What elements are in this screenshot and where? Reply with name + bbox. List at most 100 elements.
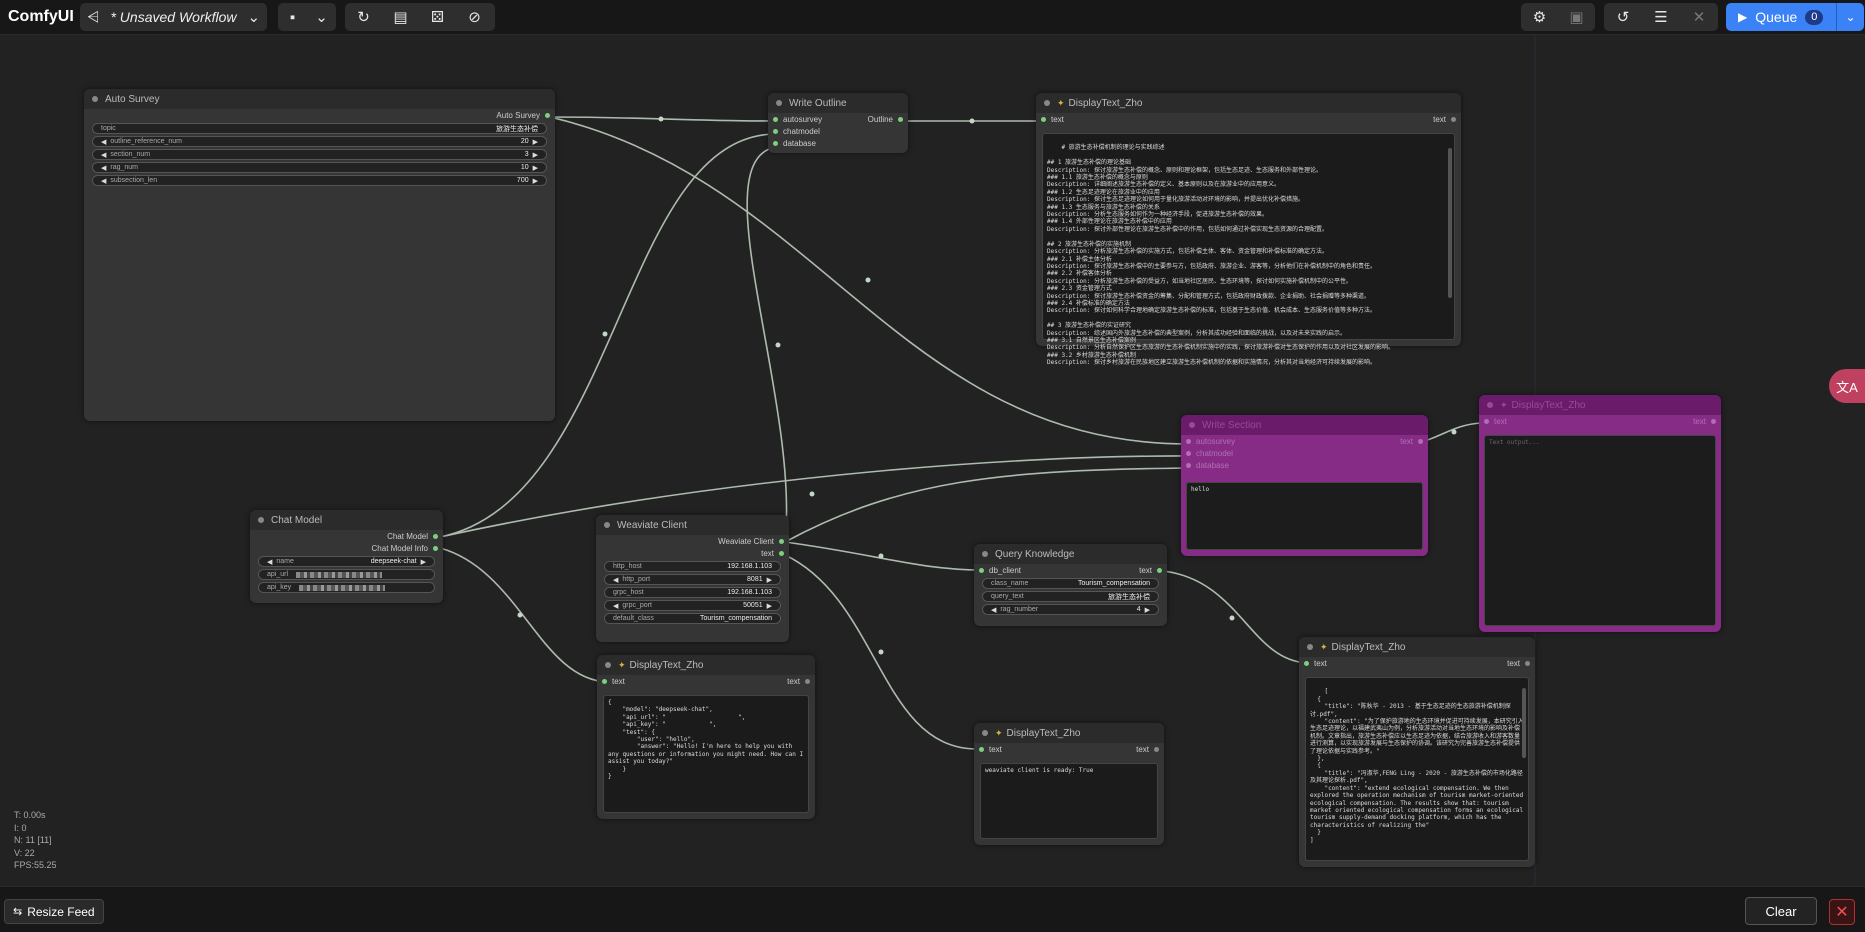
increment-arrow-icon[interactable]: ▶	[766, 602, 772, 610]
slot-dot-icon[interactable]	[1041, 117, 1046, 122]
ban-icon[interactable]: ⊘	[468, 9, 481, 26]
collapse-dot-icon[interactable]	[982, 730, 988, 736]
slot-dot-icon[interactable]	[1157, 568, 1162, 573]
node-display-query[interactable]: ✦DisplayText_Zho text text [ { "title": …	[1299, 637, 1535, 867]
slot-dot-icon[interactable]	[1186, 463, 1191, 468]
queue-list-icon[interactable]: ☰	[1654, 9, 1668, 26]
node-title[interactable]: ✦DisplayText_Zho	[974, 723, 1164, 743]
gear-icon[interactable]: ⚙	[1532, 9, 1547, 26]
close-feed-icon[interactable]: ✕	[1829, 899, 1855, 925]
increment-arrow-icon[interactable]: ▶	[766, 576, 772, 584]
queue-button[interactable]: ▶ Queue 0 ⌄	[1726, 3, 1864, 31]
node-title[interactable]: ✦DisplayText_Zho	[1036, 93, 1461, 113]
increment-arrow-icon[interactable]: ▶	[1144, 606, 1150, 614]
slot-dot-icon[interactable]	[545, 113, 550, 118]
node-title[interactable]: Write Section	[1181, 415, 1428, 435]
collapse-dot-icon[interactable]	[92, 96, 98, 102]
output-text[interactable]: text	[761, 549, 784, 558]
input-text[interactable]: text	[1484, 417, 1507, 426]
increment-arrow-icon[interactable]: ▶	[532, 138, 538, 146]
slot-dot-icon[interactable]	[1154, 747, 1159, 752]
node-chat-model[interactable]: Chat Model Chat Model Chat Model Info ◀n…	[250, 510, 443, 603]
output-text[interactable]: text	[787, 677, 810, 686]
workflow-title[interactable]: * Unsaved Workflow	[110, 9, 237, 25]
output-text[interactable]: text	[1507, 659, 1530, 668]
input-db-client[interactable]: db_client	[979, 566, 1021, 575]
collapse-dot-icon[interactable]	[1044, 100, 1050, 106]
dice-icon[interactable]: ⚄	[430, 9, 445, 26]
slot-dot-icon[interactable]	[602, 679, 607, 684]
close-icon[interactable]: ✕	[1692, 9, 1706, 26]
slot-dot-icon[interactable]	[773, 141, 778, 146]
clipboard-icon[interactable]: ▤	[393, 9, 408, 26]
slot-dot-icon[interactable]	[1186, 451, 1191, 456]
input-autosurvey[interactable]: autosurvey	[773, 115, 822, 124]
output-chat-model[interactable]: Chat Model	[387, 532, 438, 541]
node-write-section[interactable]: Write Section autosurvey text chatmodel …	[1181, 415, 1428, 556]
section-output-textarea[interactable]: Text output...	[1484, 435, 1716, 626]
refresh-icon[interactable]: ↻	[357, 9, 370, 26]
slot-dot-icon[interactable]	[779, 551, 784, 556]
slot-dot-icon[interactable]	[433, 546, 438, 551]
decrement-arrow-icon[interactable]: ◀	[101, 177, 107, 185]
output-text[interactable]: text	[1693, 417, 1716, 426]
history-icon[interactable]: ↺	[1616, 9, 1630, 26]
input-autosurvey[interactable]: autosurvey	[1186, 437, 1235, 446]
slot-dot-icon[interactable]	[898, 117, 903, 122]
node-display-weaviate[interactable]: ✦DisplayText_Zho text text weaviate clie…	[974, 723, 1164, 845]
collapse-dot-icon[interactable]	[776, 100, 782, 106]
image-gallery-icon[interactable]: ▣	[1569, 9, 1584, 26]
input-chatmodel[interactable]: chatmodel	[773, 127, 820, 136]
node-title[interactable]: Write Outline	[768, 93, 908, 113]
clear-button[interactable]: Clear	[1745, 897, 1817, 925]
node-title[interactable]: Query Knowledge	[974, 544, 1167, 564]
query-output-textarea[interactable]: [ { "title": "陈秋华 - 2013 - 基于生态足迹的生态旅游补偿…	[1305, 677, 1529, 861]
slot-dot-icon[interactable]	[1304, 661, 1309, 666]
output-outline[interactable]: Outline	[868, 115, 903, 124]
slot-dot-icon[interactable]	[1451, 117, 1456, 122]
slot-dot-icon[interactable]	[805, 679, 810, 684]
increment-arrow-icon[interactable]: ▶	[420, 558, 426, 566]
input-database[interactable]: database	[1186, 461, 1229, 470]
decrement-arrow-icon[interactable]: ◀	[267, 558, 273, 566]
input-chatmodel[interactable]: chatmodel	[1186, 449, 1233, 458]
decrement-arrow-icon[interactable]: ◀	[991, 606, 997, 614]
input-text[interactable]: text	[602, 677, 625, 686]
save-icon[interactable]: ▪	[289, 8, 296, 26]
collapse-dot-icon[interactable]	[604, 522, 610, 528]
slot-dot-icon[interactable]	[1186, 439, 1191, 444]
slot-dot-icon[interactable]	[433, 534, 438, 539]
node-display-outline[interactable]: ✦DisplayText_Zho text text # 旅游生态补偿机制的理论…	[1036, 93, 1461, 366]
node-title[interactable]: ✦DisplayText_Zho	[1299, 637, 1535, 657]
output-text[interactable]: text	[1136, 745, 1159, 754]
decrement-arrow-icon[interactable]: ◀	[101, 151, 107, 159]
input-text[interactable]: text	[979, 745, 1002, 754]
node-display-chat[interactable]: ✦DisplayText_Zho text text { "model": "d…	[597, 655, 815, 819]
slot-dot-icon[interactable]	[773, 129, 778, 134]
node-query-knowledge[interactable]: Query Knowledge db_client text class_nam…	[974, 544, 1167, 626]
output-chat-model-info[interactable]: Chat Model Info	[372, 544, 438, 553]
decrement-arrow-icon[interactable]: ◀	[101, 164, 107, 172]
decrement-arrow-icon[interactable]: ◀	[101, 138, 107, 146]
widget-api-key[interactable]: api_key	[258, 582, 435, 593]
node-weaviate-client[interactable]: Weaviate Client Weaviate Client text htt…	[596, 515, 789, 642]
node-write-outline[interactable]: Write Outline autosurvey Outline chatmod…	[768, 93, 908, 153]
slot-dot-icon[interactable]	[779, 539, 784, 544]
collapse-dot-icon[interactable]	[258, 517, 264, 523]
collapse-dot-icon[interactable]	[1189, 422, 1195, 428]
decrement-arrow-icon[interactable]: ◀	[613, 602, 619, 610]
scrollbar[interactable]	[1522, 688, 1526, 758]
node-display-section[interactable]: ✦DisplayText_Zho text text Text output..…	[1479, 395, 1721, 632]
